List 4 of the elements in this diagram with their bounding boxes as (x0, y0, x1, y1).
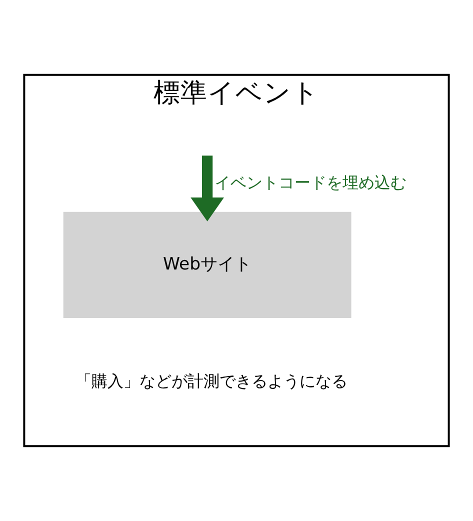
edge-label: イベントコードを埋め込む (214, 173, 407, 192)
node-box: Webサイト (63, 212, 352, 318)
arrow (190, 156, 224, 222)
label: 「購入」などが計測できるようになる (75, 372, 348, 390)
